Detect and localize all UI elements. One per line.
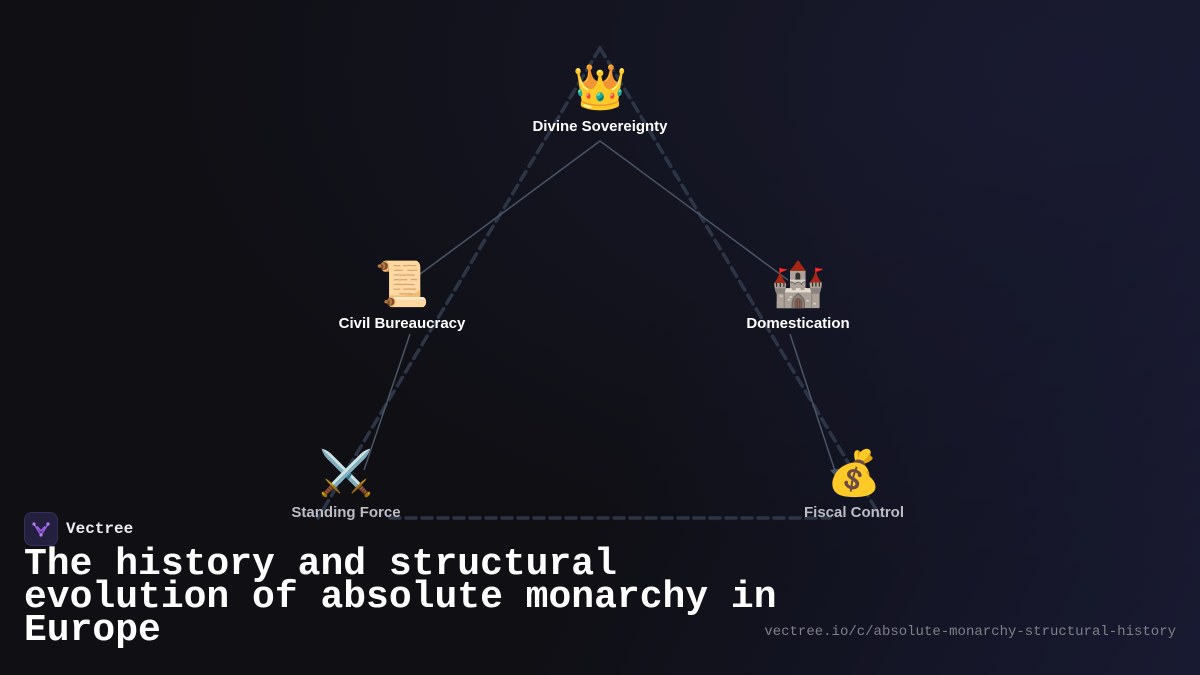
page-url[interactable]: vectree.io/c/absolute-monarchy-structura… [764, 624, 1176, 640]
node-label: Fiscal Control [803, 504, 905, 521]
edge-divine-bureaucracy [411, 140, 601, 281]
node-standing-force: ⚔️ Standing Force [291, 448, 400, 521]
edge-divine-domestication [599, 140, 789, 281]
node-domestication: 🏰 Domestication [746, 259, 849, 332]
page-title: The history and structural evolution of … [24, 543, 777, 652]
castle-icon: 🏰 [770, 259, 826, 310]
edge-domestication-fiscal [789, 333, 837, 475]
edge-divine-force [316, 46, 602, 520]
node-label: Domestication [746, 315, 850, 332]
node-fiscal-control: 💰 Fiscal Control [804, 448, 904, 521]
vectree-logo-icon [24, 512, 58, 546]
edge-bureaucracy-force [363, 333, 411, 471]
node-label: Civil Bureaucracy [338, 315, 466, 332]
brand[interactable]: Vectree [24, 512, 133, 546]
node-divine-sovereignty: 👑 Divine Sovereignty [532, 62, 667, 135]
scroll-icon: 📜 [374, 259, 430, 310]
brand-name: Vectree [66, 520, 134, 538]
node-label: Divine Sovereignty [532, 118, 668, 135]
crossed-swords-icon: ⚔️ [318, 448, 374, 499]
money-bag-icon: 💰 [826, 448, 882, 499]
crown-icon: 👑 [572, 62, 628, 113]
node-civil-bureaucracy: 📜 Civil Bureaucracy [339, 259, 466, 332]
edge-arrowhead [830, 468, 844, 481]
edge-divine-fiscal [598, 46, 882, 518]
node-label: Standing Force [291, 504, 401, 521]
